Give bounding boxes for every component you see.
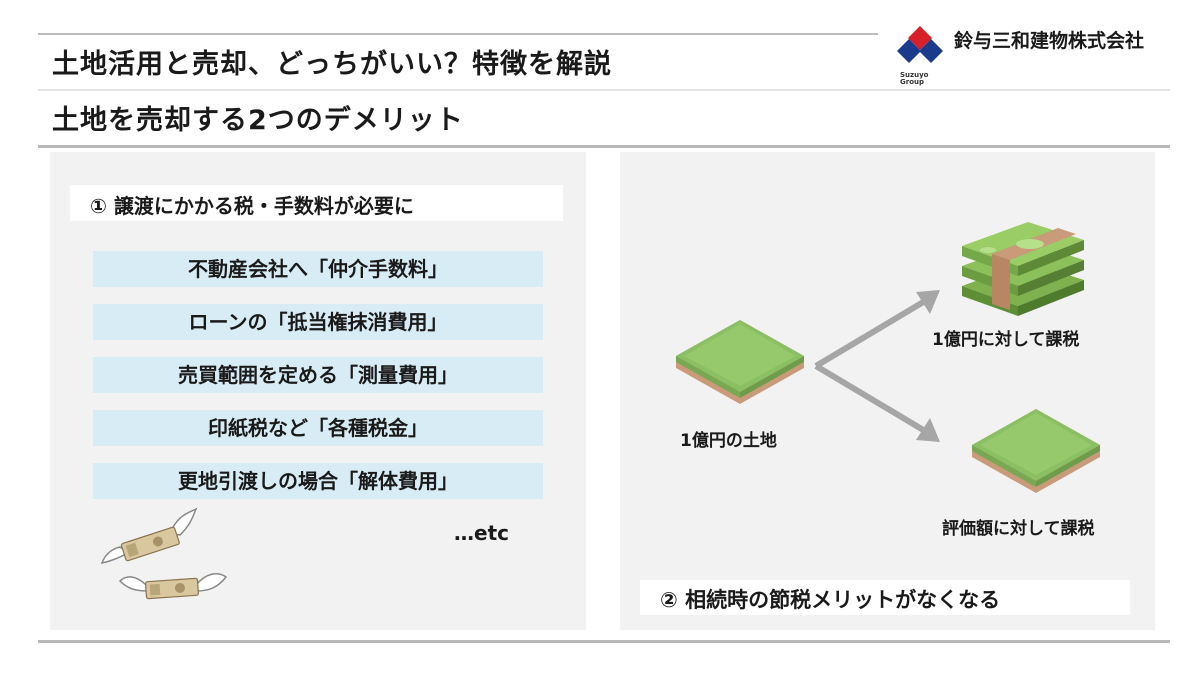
suzuyo-logo-icon xyxy=(897,26,943,63)
logo-text: Suzuyo Group xyxy=(900,71,929,86)
fee-item: ローンの「抵当権抹消費用」 xyxy=(93,304,543,340)
fee-item: 売買範囲を定める「測量費用」 xyxy=(93,357,543,393)
title-divider xyxy=(38,89,1170,91)
heading-box-1 xyxy=(70,185,563,221)
page-title: 土地活用と売却、どっちがいい？特徴を解説 xyxy=(52,49,612,80)
fee-item: 更地引渡しの場合「解体費用」 xyxy=(93,463,543,499)
flying-money-icon xyxy=(100,507,198,564)
title-divider-top xyxy=(38,33,878,35)
fee-item: 不動産会社へ「仲介手数料」 xyxy=(93,251,543,287)
taxed-full-label: 1億円に対して課税 xyxy=(932,330,1080,350)
land-block-icon xyxy=(972,409,1100,493)
fee-item: 印紙税など「各種税金」 xyxy=(93,410,543,446)
heading-box-2 xyxy=(640,580,1130,615)
subtitle-divider xyxy=(38,145,1170,148)
land-label: 1億円の土地 xyxy=(680,431,777,451)
taxed-assessed-label: 評価額に対して課税 xyxy=(942,519,1095,539)
heading-1: ① 譲渡にかかる税・手数料が必要に xyxy=(90,194,414,218)
land-block-icon xyxy=(676,320,804,404)
money-stack-icon xyxy=(962,222,1084,316)
flying-money-icon xyxy=(118,572,228,600)
etc-label: …etc xyxy=(454,521,509,545)
company-name: 鈴与三和建物株式会社 xyxy=(954,30,1145,52)
page-subtitle: 土地を売却する2つのデメリット xyxy=(52,105,464,136)
bottom-divider xyxy=(38,640,1170,643)
arrow-icon xyxy=(814,290,940,442)
heading-2: ② 相続時の節税メリットがなくなる xyxy=(660,588,1001,612)
